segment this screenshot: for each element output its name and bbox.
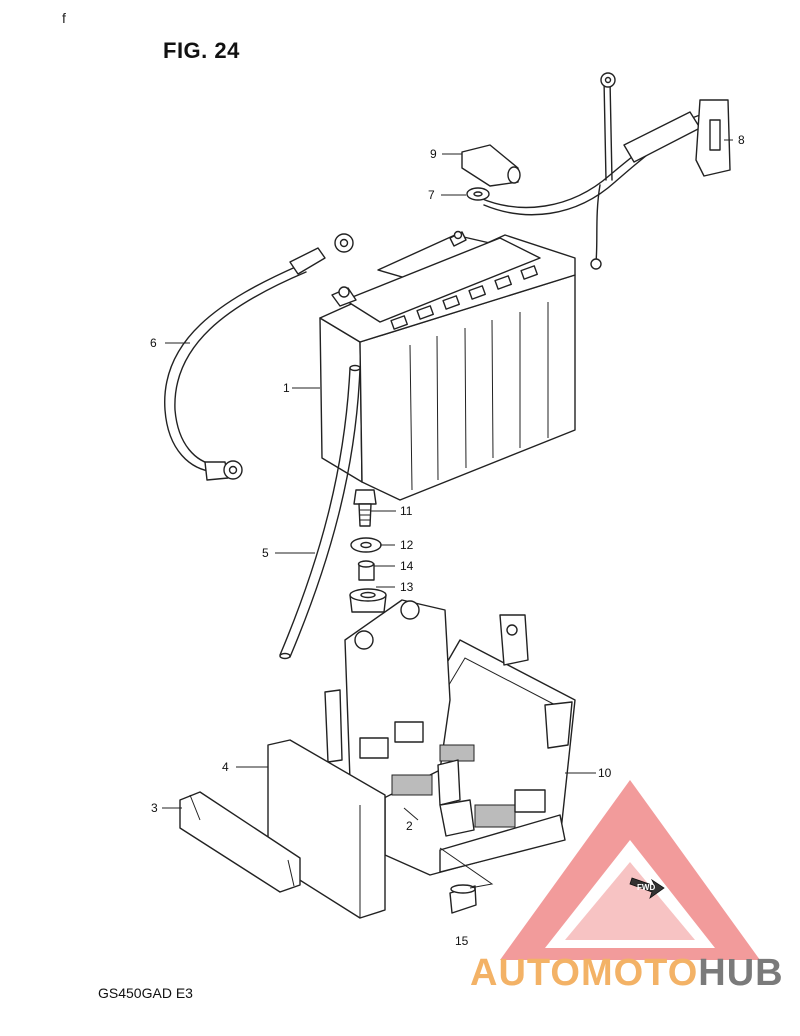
callout-11: 11 [400, 504, 413, 518]
battery-holder [324, 599, 576, 876]
washer-terminal [466, 187, 490, 201]
cap [439, 847, 494, 914]
callout-7: 7 [428, 188, 435, 202]
model-code: GS450GAD E3 [98, 985, 193, 1001]
callout-8: 8 [738, 133, 745, 147]
fwd-label: FWD [637, 883, 655, 892]
cushion [349, 588, 387, 613]
battery-cable-negative [164, 233, 354, 481]
callout-14: 14 [400, 559, 414, 573]
callout-1: 1 [283, 381, 290, 395]
battery [319, 230, 576, 501]
bolt [353, 489, 377, 527]
callout-4: 4 [222, 760, 229, 774]
breather-hose [279, 364, 361, 660]
fwd-arrow-icon: FWD [629, 877, 665, 900]
callout-2: 2 [406, 819, 413, 833]
leader-lines [162, 139, 733, 821]
callout-5: 5 [262, 546, 269, 560]
corner-mark: f [62, 10, 66, 26]
callout-12: 12 [400, 538, 414, 552]
watermark-brand: AUTOMOTOHUB [470, 952, 784, 995]
callout-6: 6 [150, 336, 157, 350]
terminal-cover [461, 144, 521, 187]
collar [357, 560, 375, 581]
callout-15: 15 [455, 934, 469, 948]
watermark-triangle [500, 780, 760, 960]
callout-13: 13 [400, 580, 414, 594]
washer [350, 537, 382, 553]
callout-9: 9 [430, 147, 437, 161]
callout-3: 3 [151, 801, 158, 815]
callout-10: 10 [598, 766, 612, 780]
battery-strap [179, 791, 301, 893]
brand-part-1: AUTOMOTO [470, 952, 699, 994]
brand-part-2: HUB [698, 952, 784, 994]
callout-labels: 1 2 3 4 5 6 7 8 9 10 11 12 13 14 15 [150, 133, 745, 948]
positive-cable-assembly [479, 72, 731, 270]
battery-cell-caps [390, 265, 538, 330]
figure-title: FIG. 24 [163, 38, 240, 63]
